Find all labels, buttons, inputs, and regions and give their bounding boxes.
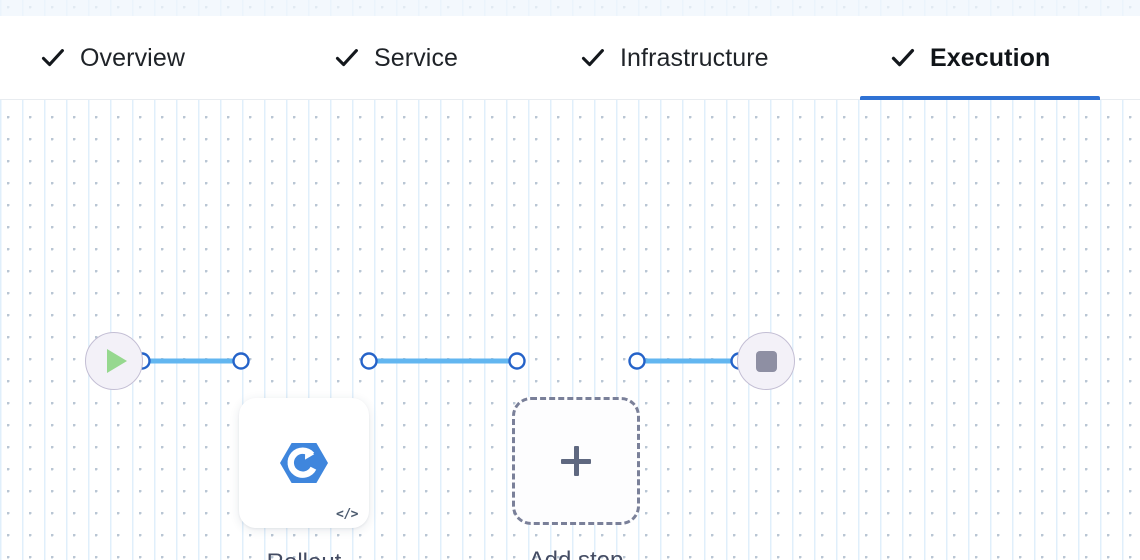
tab-infrastructure[interactable]: Infrastructure: [578, 16, 771, 100]
tab-service[interactable]: Service: [332, 16, 460, 100]
check-icon: [334, 45, 360, 71]
port-add-in: [508, 352, 526, 370]
check-icon: [40, 45, 66, 71]
plus-icon: [561, 446, 591, 476]
port-add-out: [628, 352, 646, 370]
tab-label: Service: [374, 43, 459, 72]
tab-execution[interactable]: Execution: [860, 16, 1100, 100]
end-node[interactable]: [737, 332, 795, 390]
step-node-label: Rollout Deployment: [184, 542, 424, 560]
add-step-label: Add step: [456, 540, 696, 560]
active-tab-indicator: [860, 96, 1100, 100]
step-node-rollout-deployment[interactable]: </>: [239, 398, 369, 528]
start-node[interactable]: [85, 332, 143, 390]
execution-flow-graph: </> Rollout Deployment Add step: [0, 100, 1140, 560]
code-icon[interactable]: </>: [336, 507, 358, 522]
check-icon: [890, 45, 916, 71]
add-step-node[interactable]: [512, 397, 640, 525]
wizard-tab-bar: Overview Service Infrastructure Executio…: [0, 16, 1140, 100]
rollout-deployment-icon: [278, 437, 330, 489]
tab-label: Infrastructure: [620, 43, 769, 72]
tab-label: Overview: [80, 43, 185, 72]
tab-label: Execution: [930, 43, 1051, 72]
tab-overview[interactable]: Overview: [38, 16, 187, 100]
check-icon: [580, 45, 606, 71]
stop-icon: [755, 350, 777, 372]
play-icon: [107, 349, 127, 373]
port-step-in: [232, 352, 250, 370]
port-step-out: [360, 352, 378, 370]
